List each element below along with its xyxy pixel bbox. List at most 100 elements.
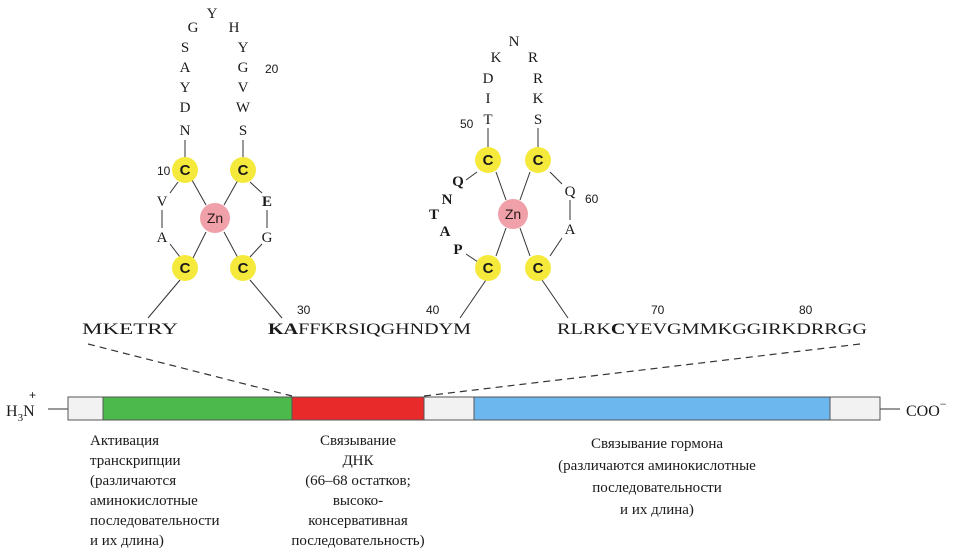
- cys-circle: [172, 255, 198, 281]
- caption-line: последовательности: [592, 480, 721, 496]
- n-terminal-segment: [67, 396, 104, 421]
- residue: Y: [207, 6, 218, 22]
- caption-line: и их длина): [620, 502, 694, 518]
- residue-number: 20: [265, 62, 279, 76]
- residue: T: [483, 112, 492, 128]
- residue: D: [483, 71, 494, 87]
- domain-bar: [48, 396, 900, 421]
- zoom-connectors: [87, 343, 861, 397]
- residue-number: 10: [157, 164, 171, 178]
- residue-number: 30: [297, 303, 311, 317]
- n-terminus-atom: N: [23, 403, 35, 420]
- cys-circle: [475, 147, 501, 173]
- n-terminus-charge: +: [29, 388, 36, 402]
- caption-hormone-binding: Связывание гормона (различаются аминокис…: [558, 436, 756, 518]
- residue: W: [236, 100, 251, 116]
- residue: Y: [238, 40, 249, 56]
- residue: P: [453, 242, 462, 258]
- sequence-bold-residues: KA: [268, 321, 299, 338]
- caption-dna-binding: Связывание ДНК (66–68 остатков; высоко- …: [291, 433, 424, 549]
- finger1-cys-group: C C C C Zn: [172, 157, 256, 281]
- hinge-segment: [423, 396, 475, 421]
- residue-number: 80: [799, 303, 813, 317]
- sequence-residues: YEVGMMKGGIRKDRRGG: [626, 321, 868, 338]
- residue: A: [440, 224, 451, 240]
- residue-number: 70: [651, 303, 665, 317]
- residue: R: [533, 71, 543, 87]
- residue: H: [229, 20, 240, 36]
- residue: A: [180, 60, 191, 76]
- cys-circle: [230, 157, 256, 183]
- caption-line: последовательность): [291, 533, 424, 549]
- residue: N: [442, 192, 453, 208]
- residue: N: [509, 34, 520, 50]
- sequence-residues: FFKRSIQGHNDYM: [298, 321, 471, 338]
- caption-line: консервативная: [308, 513, 408, 529]
- zinc-ion-circle: [200, 203, 230, 233]
- caption-activation: Активация транскрипции (различаются амин…: [90, 433, 219, 549]
- activation-domain-segment: [102, 396, 293, 421]
- n-terminus-h: H: [6, 403, 18, 420]
- residue: D: [180, 100, 191, 116]
- residue: I: [486, 91, 491, 107]
- finger2-bonds: [459, 128, 571, 319]
- residue: A: [565, 222, 576, 238]
- cys-circle: [525, 147, 551, 173]
- finger2-residues: K N R D I T R K S 50 60 Q N T A P Q A: [429, 34, 599, 258]
- cys-label: C: [483, 152, 494, 169]
- sequence-residues: RLRK: [557, 321, 611, 338]
- cys-label: C: [533, 260, 544, 277]
- residue: V: [157, 194, 168, 210]
- caption-line: ДНК: [342, 453, 374, 469]
- cys-label: C: [180, 162, 191, 179]
- residue: T: [429, 207, 439, 223]
- svg-text:H3N: H3N: [6, 403, 35, 424]
- svg-text:COO−: COO−: [906, 397, 947, 420]
- residue-number: 50: [460, 117, 474, 131]
- zinc-ion-label: Zn: [207, 210, 223, 226]
- residue-number: 40: [426, 303, 440, 317]
- residue: S: [239, 123, 247, 139]
- n-terminus-label: H3N +: [6, 388, 36, 424]
- n-terminus-subscript: 3: [18, 412, 24, 424]
- residue: Y: [180, 80, 191, 96]
- caption-line: (66–68 остатков;: [305, 473, 411, 489]
- residue: V: [238, 80, 249, 96]
- residue: K: [533, 91, 544, 107]
- sequence-bold-residues: C: [611, 321, 626, 338]
- residue: G: [262, 230, 273, 246]
- zinc-ion-label: Zn: [505, 206, 521, 222]
- sequence-segment: MKETRY: [82, 321, 179, 338]
- c-terminus-coo: COO: [906, 403, 940, 420]
- zinc-ion-circle: [498, 199, 528, 229]
- c-terminus-charge: −: [940, 397, 947, 411]
- cys-label: C: [483, 260, 494, 277]
- cys-circle: [230, 255, 256, 281]
- caption-line: Связывание: [320, 433, 396, 449]
- residue: E: [262, 194, 272, 210]
- caption-line: высоко-: [333, 493, 383, 509]
- residue: K: [491, 50, 502, 66]
- finger1-residues: G Y H S A Y D N Y G V W S 20 10 V A E G: [157, 6, 279, 246]
- cys-label: C: [180, 260, 191, 277]
- finger1-bonds: [147, 140, 283, 319]
- cys-circle: [475, 255, 501, 281]
- caption-line: аминокислотные: [90, 493, 198, 509]
- caption-line: (различаются: [90, 473, 176, 489]
- cys-label: C: [238, 260, 249, 277]
- residue: G: [188, 20, 199, 36]
- residue-number: 60: [585, 192, 599, 206]
- residue: Q: [565, 184, 576, 200]
- caption-line: последовательности: [90, 513, 219, 529]
- c-terminal-segment: [829, 396, 881, 421]
- dna-binding-domain-segment: [291, 396, 425, 421]
- residue: S: [534, 112, 542, 128]
- caption-line: и их длина): [90, 533, 164, 549]
- caption-line: Активация: [90, 433, 159, 449]
- cys-label: C: [238, 162, 249, 179]
- cys-label: C: [533, 152, 544, 169]
